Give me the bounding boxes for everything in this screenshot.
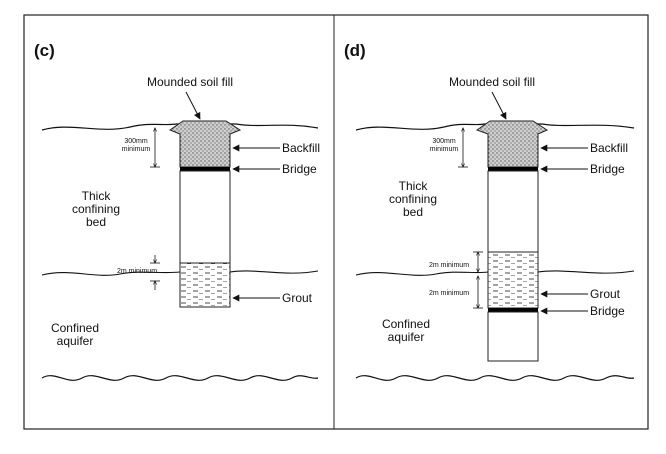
backfill-label: Backfill [590, 141, 628, 155]
borehole-casing [487, 170, 539, 253]
aquifer-label-line1: Confined [51, 321, 99, 335]
bed-label-line3: bed [86, 215, 106, 229]
panel-c: (c) Mounded soil fill Backfill Bridge Gr… [34, 41, 320, 381]
min2m-label: 2m minimum [117, 268, 157, 275]
aquifer-base-line [41, 375, 319, 381]
aquifer-label-line2: aquifer [57, 334, 94, 348]
grout-label: Grout [282, 291, 313, 305]
mounded-soil-backfill [168, 120, 242, 168]
min2m-lower-label: 2m minimum [429, 290, 469, 297]
grout-zone [487, 251, 539, 309]
min2m-upper-label: 2m minimum [429, 262, 469, 269]
grout-zone [179, 262, 231, 308]
bridge-seal [488, 167, 538, 171]
bed-label-line1: Thick [399, 179, 429, 193]
mounded-soil-label: Mounded soil fill [449, 75, 535, 89]
aquifer-label-line2: aquifer [388, 330, 425, 344]
lower-bridge-seal [488, 308, 538, 312]
ground-surface-line [41, 123, 319, 131]
grout-label: Grout [590, 287, 621, 301]
bed-label-line2: confining [389, 192, 437, 206]
mounded-soil-label: Mounded soil fill [147, 75, 233, 89]
ground-surface-line [355, 123, 635, 131]
figure-frame [23, 14, 649, 430]
lower-bridge-label: Bridge [590, 304, 625, 318]
aquifer-boundary-line [355, 270, 635, 276]
bed-label-line2: confining [72, 202, 120, 216]
aquifer-label-line1: Confined [382, 317, 430, 331]
min300-label-line2: minimum [430, 146, 459, 153]
mounded-soil-backfill [475, 120, 549, 168]
min300-label-line1: 300mm [432, 138, 456, 145]
bed-label-line3: bed [403, 205, 423, 219]
panel-letter: (d) [344, 41, 366, 60]
bed-label-line1: Thick [82, 189, 112, 203]
min300-label-line1: 300mm [124, 138, 148, 145]
open-borehole [487, 311, 539, 362]
mounded-soil-arrow [491, 91, 507, 120]
panel-letter: (c) [34, 41, 55, 60]
aquifer-boundary-line [41, 270, 319, 276]
backfill-label: Backfill [282, 141, 320, 155]
bridge-seal [180, 167, 230, 171]
mounded-soil-arrow [185, 91, 201, 120]
panel-d: (d) Mounded soil fill Backfill Bridge Gr… [344, 41, 635, 381]
borehole-casing [179, 170, 231, 264]
min300-label-line2: minimum [122, 146, 151, 153]
bridge-label: Bridge [282, 162, 317, 176]
aquifer-base-line [355, 375, 635, 381]
bridge-label: Bridge [590, 162, 625, 176]
